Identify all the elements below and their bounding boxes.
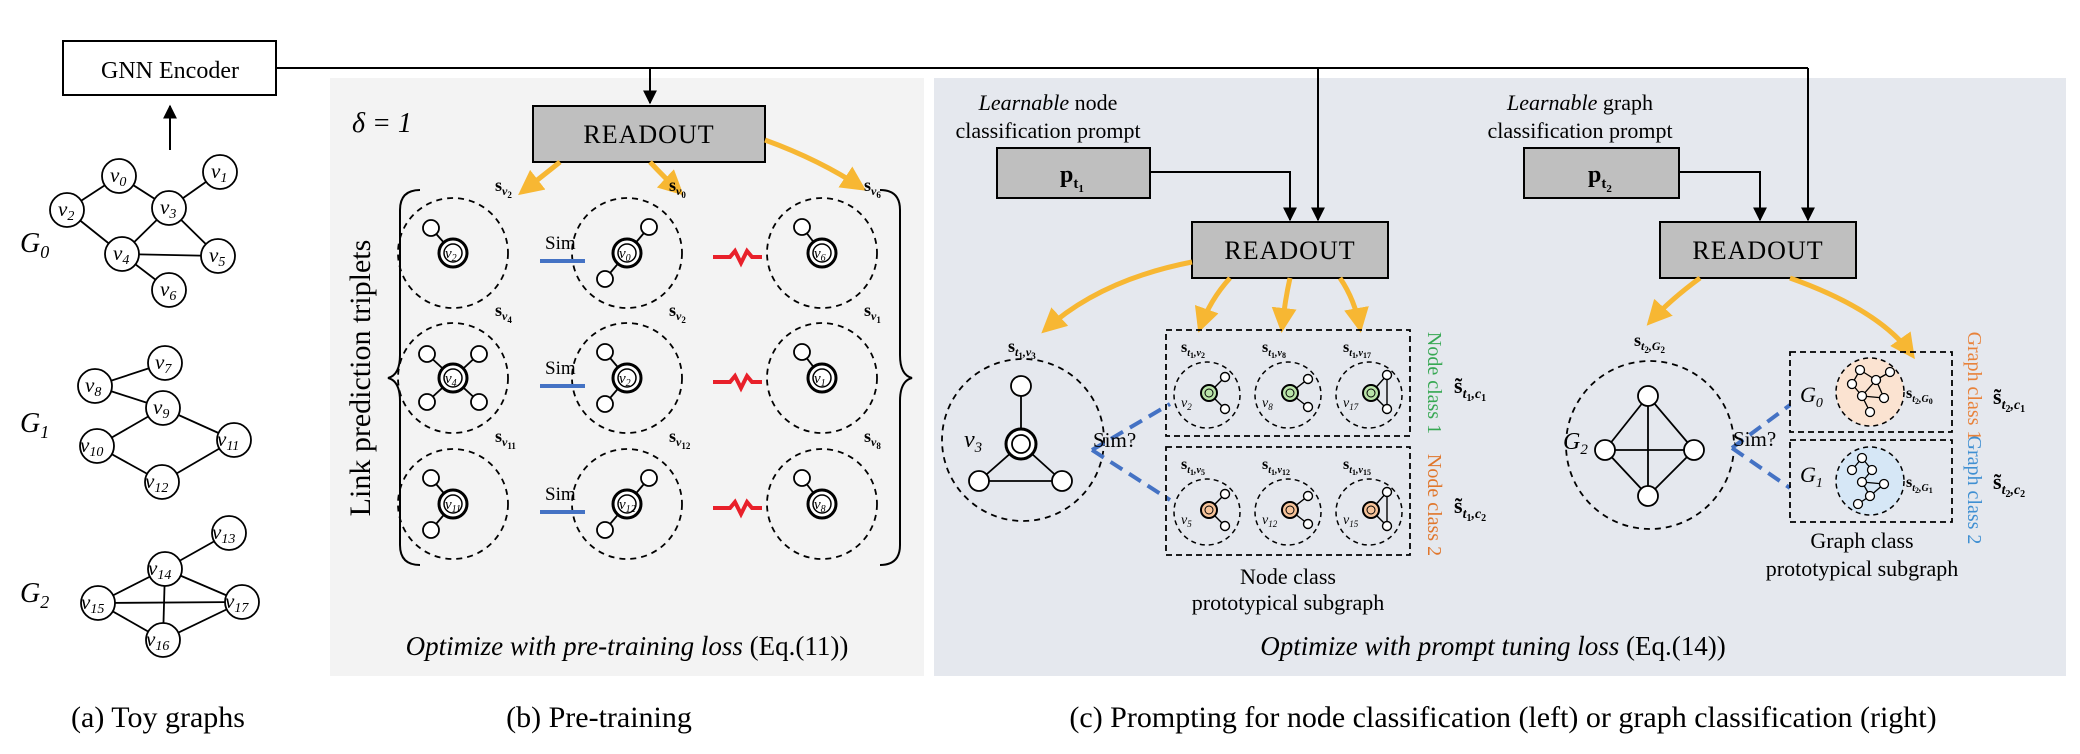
node-class-subgraphs: v2st1,v2v8st1,v8v17st1,v17v5st1,v5v12st1… xyxy=(1173,339,1403,546)
node-sim-lines xyxy=(1090,402,1172,502)
delta-label: δ = 1 xyxy=(352,108,412,139)
pretrain-orange-arrows xyxy=(518,137,867,196)
svg-text:v2: v2 xyxy=(1181,396,1192,412)
node-prompt-line2: classification prompt xyxy=(955,118,1140,143)
graph-prompt-line2: classification prompt xyxy=(1487,118,1672,143)
node-class2-label: Node class 2 xyxy=(1423,454,1445,556)
graph-orange-arrows xyxy=(1646,275,1915,360)
graph-class2-proto: G1 st2,G1 xyxy=(1800,446,1933,516)
graph-prompt-connector xyxy=(1679,171,1767,222)
graph-sim-lines xyxy=(1730,403,1792,490)
pretrain-readout-label: READOUT xyxy=(583,120,714,149)
graph-proto-line2: prototypical subgraph xyxy=(1766,556,1958,581)
pretrain-readout: READOUT xyxy=(532,105,766,163)
triplet-right-brace xyxy=(879,189,913,566)
graph-readout: READOUT xyxy=(1659,221,1857,279)
graph-prompt-box: pt2 xyxy=(1523,147,1680,199)
toy-g2-label: G2 xyxy=(20,578,49,612)
triplet-center-label: v4 xyxy=(445,371,457,389)
caption-b: (b) Pre-training xyxy=(506,701,692,734)
gnn-encoder-label: GNN Encoder xyxy=(101,58,239,84)
toy-graph-g1 xyxy=(77,345,252,500)
graph-class1-proto: G0 st2,G0 xyxy=(1800,357,1933,427)
triplet-center-label: v2 xyxy=(445,246,457,264)
graph-sim-label: Sim? xyxy=(1733,427,1776,451)
node-readout: READOUT xyxy=(1191,221,1389,279)
toy-graph-g1-labels: v7 v8 v9 v10 v11 v12 xyxy=(80,350,239,496)
node-class2-box xyxy=(1165,446,1411,556)
node-class1-label: Node class 1 xyxy=(1423,332,1445,434)
triplet-center-label: v0 xyxy=(619,246,631,264)
sim-label: Sim xyxy=(545,233,576,254)
v3-subgraph: v3 st1,v3 xyxy=(941,336,1105,522)
graph-prompt-line1: Learnable graph xyxy=(1506,90,1653,115)
triplet-center-label: v1 xyxy=(814,371,826,389)
triplets-label: Link prediction triplets xyxy=(344,240,377,517)
encoder-connectors xyxy=(163,67,1815,222)
negative-link xyxy=(713,247,762,268)
toy-graph-g0 xyxy=(49,154,238,308)
triplet-center-label: v8 xyxy=(814,497,826,515)
node-proto-line2: prototypical subgraph xyxy=(1192,590,1384,615)
negative-link xyxy=(713,372,762,393)
caption-a: (a) Toy graphs xyxy=(71,701,245,734)
pretrain-bottom-text: Optimize with pre-training loss (Eq.(11)… xyxy=(406,631,849,661)
triplet-center-label: v6 xyxy=(814,246,826,264)
svg-text:v5: v5 xyxy=(1181,513,1192,529)
sim-label: Sim xyxy=(545,484,576,505)
graph-class2-box xyxy=(1789,439,1953,523)
triplet-center-label: v2 xyxy=(619,371,631,389)
sim-label: Sim xyxy=(545,358,576,379)
node-prompt-box: pt1 xyxy=(996,147,1151,199)
toy-g1-label: G1 xyxy=(20,408,49,442)
svg-text:v8: v8 xyxy=(1262,396,1273,412)
triplet-left-brace xyxy=(387,189,421,566)
graph-readout-label: READOUT xyxy=(1692,236,1823,265)
node-sim-label: Sim? xyxy=(1093,428,1136,452)
negative-link xyxy=(713,498,762,519)
graph-proto-line1: Graph class xyxy=(1810,528,1913,553)
node-readout-label: READOUT xyxy=(1224,236,1355,265)
node-prompt-line1: Learnable node xyxy=(978,90,1118,115)
graph-class2-label: Graph class 2 xyxy=(1963,436,1985,545)
toy-graph-g0-labels: v0 v1 v2 v3 v4 v5 v6 xyxy=(58,159,227,304)
node-class1-box xyxy=(1165,329,1411,437)
graph-class1-label: Graph class 1 xyxy=(1963,332,1985,441)
graph-class1-box xyxy=(1789,351,1953,433)
toy-graph-g2 xyxy=(80,515,260,658)
gnn-encoder: GNN Encoder xyxy=(62,40,277,96)
toy-g0-label: G0 xyxy=(20,228,49,262)
caption-c: (c) Prompting for node classification (l… xyxy=(1069,701,1936,734)
node-prompt-connector xyxy=(1150,171,1297,222)
node-proto-line1: Node class xyxy=(1240,564,1336,589)
prompt-bottom-text: Optimize with prompt tuning loss (Eq.(14… xyxy=(1260,631,1726,661)
node-orange-arrows xyxy=(1041,259,1369,334)
